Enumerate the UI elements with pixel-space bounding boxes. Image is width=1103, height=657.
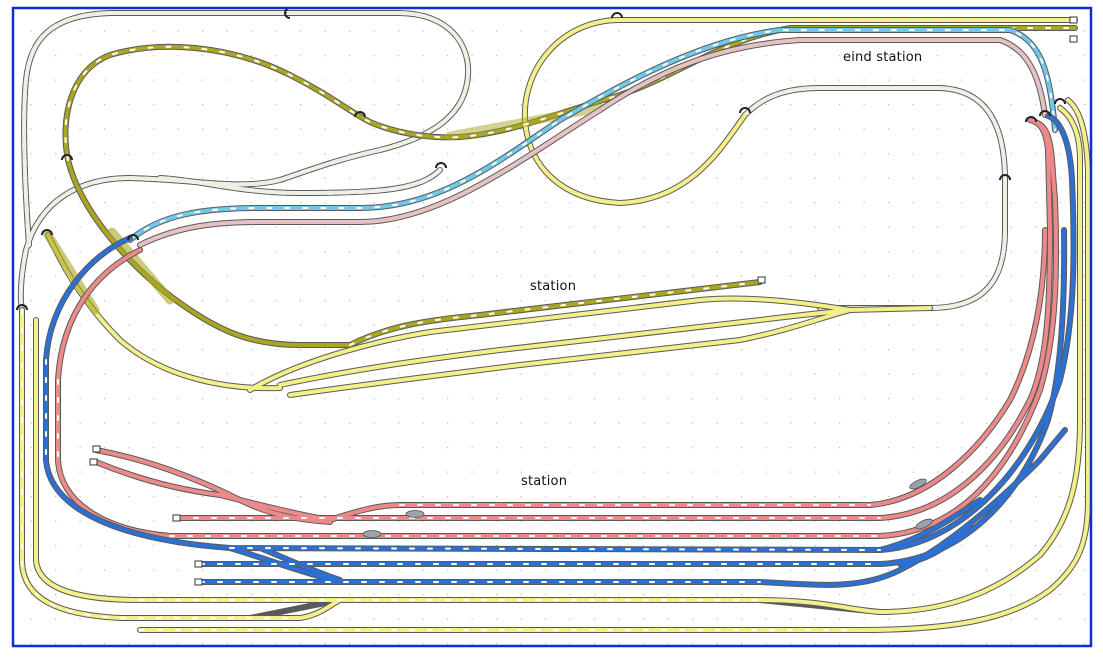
signal-markers [362, 478, 933, 538]
eind-station-label: eind station [843, 50, 923, 65]
layout-border [11, 6, 1093, 648]
cyan-pink-tracks [127, 27, 1058, 248]
red-tracks [55, 117, 1060, 539]
station-upper-label: station [530, 279, 577, 294]
buffer-stops [89, 16, 1078, 586]
blue-tracks [43, 113, 1077, 588]
station-lower-label: station [521, 474, 568, 489]
